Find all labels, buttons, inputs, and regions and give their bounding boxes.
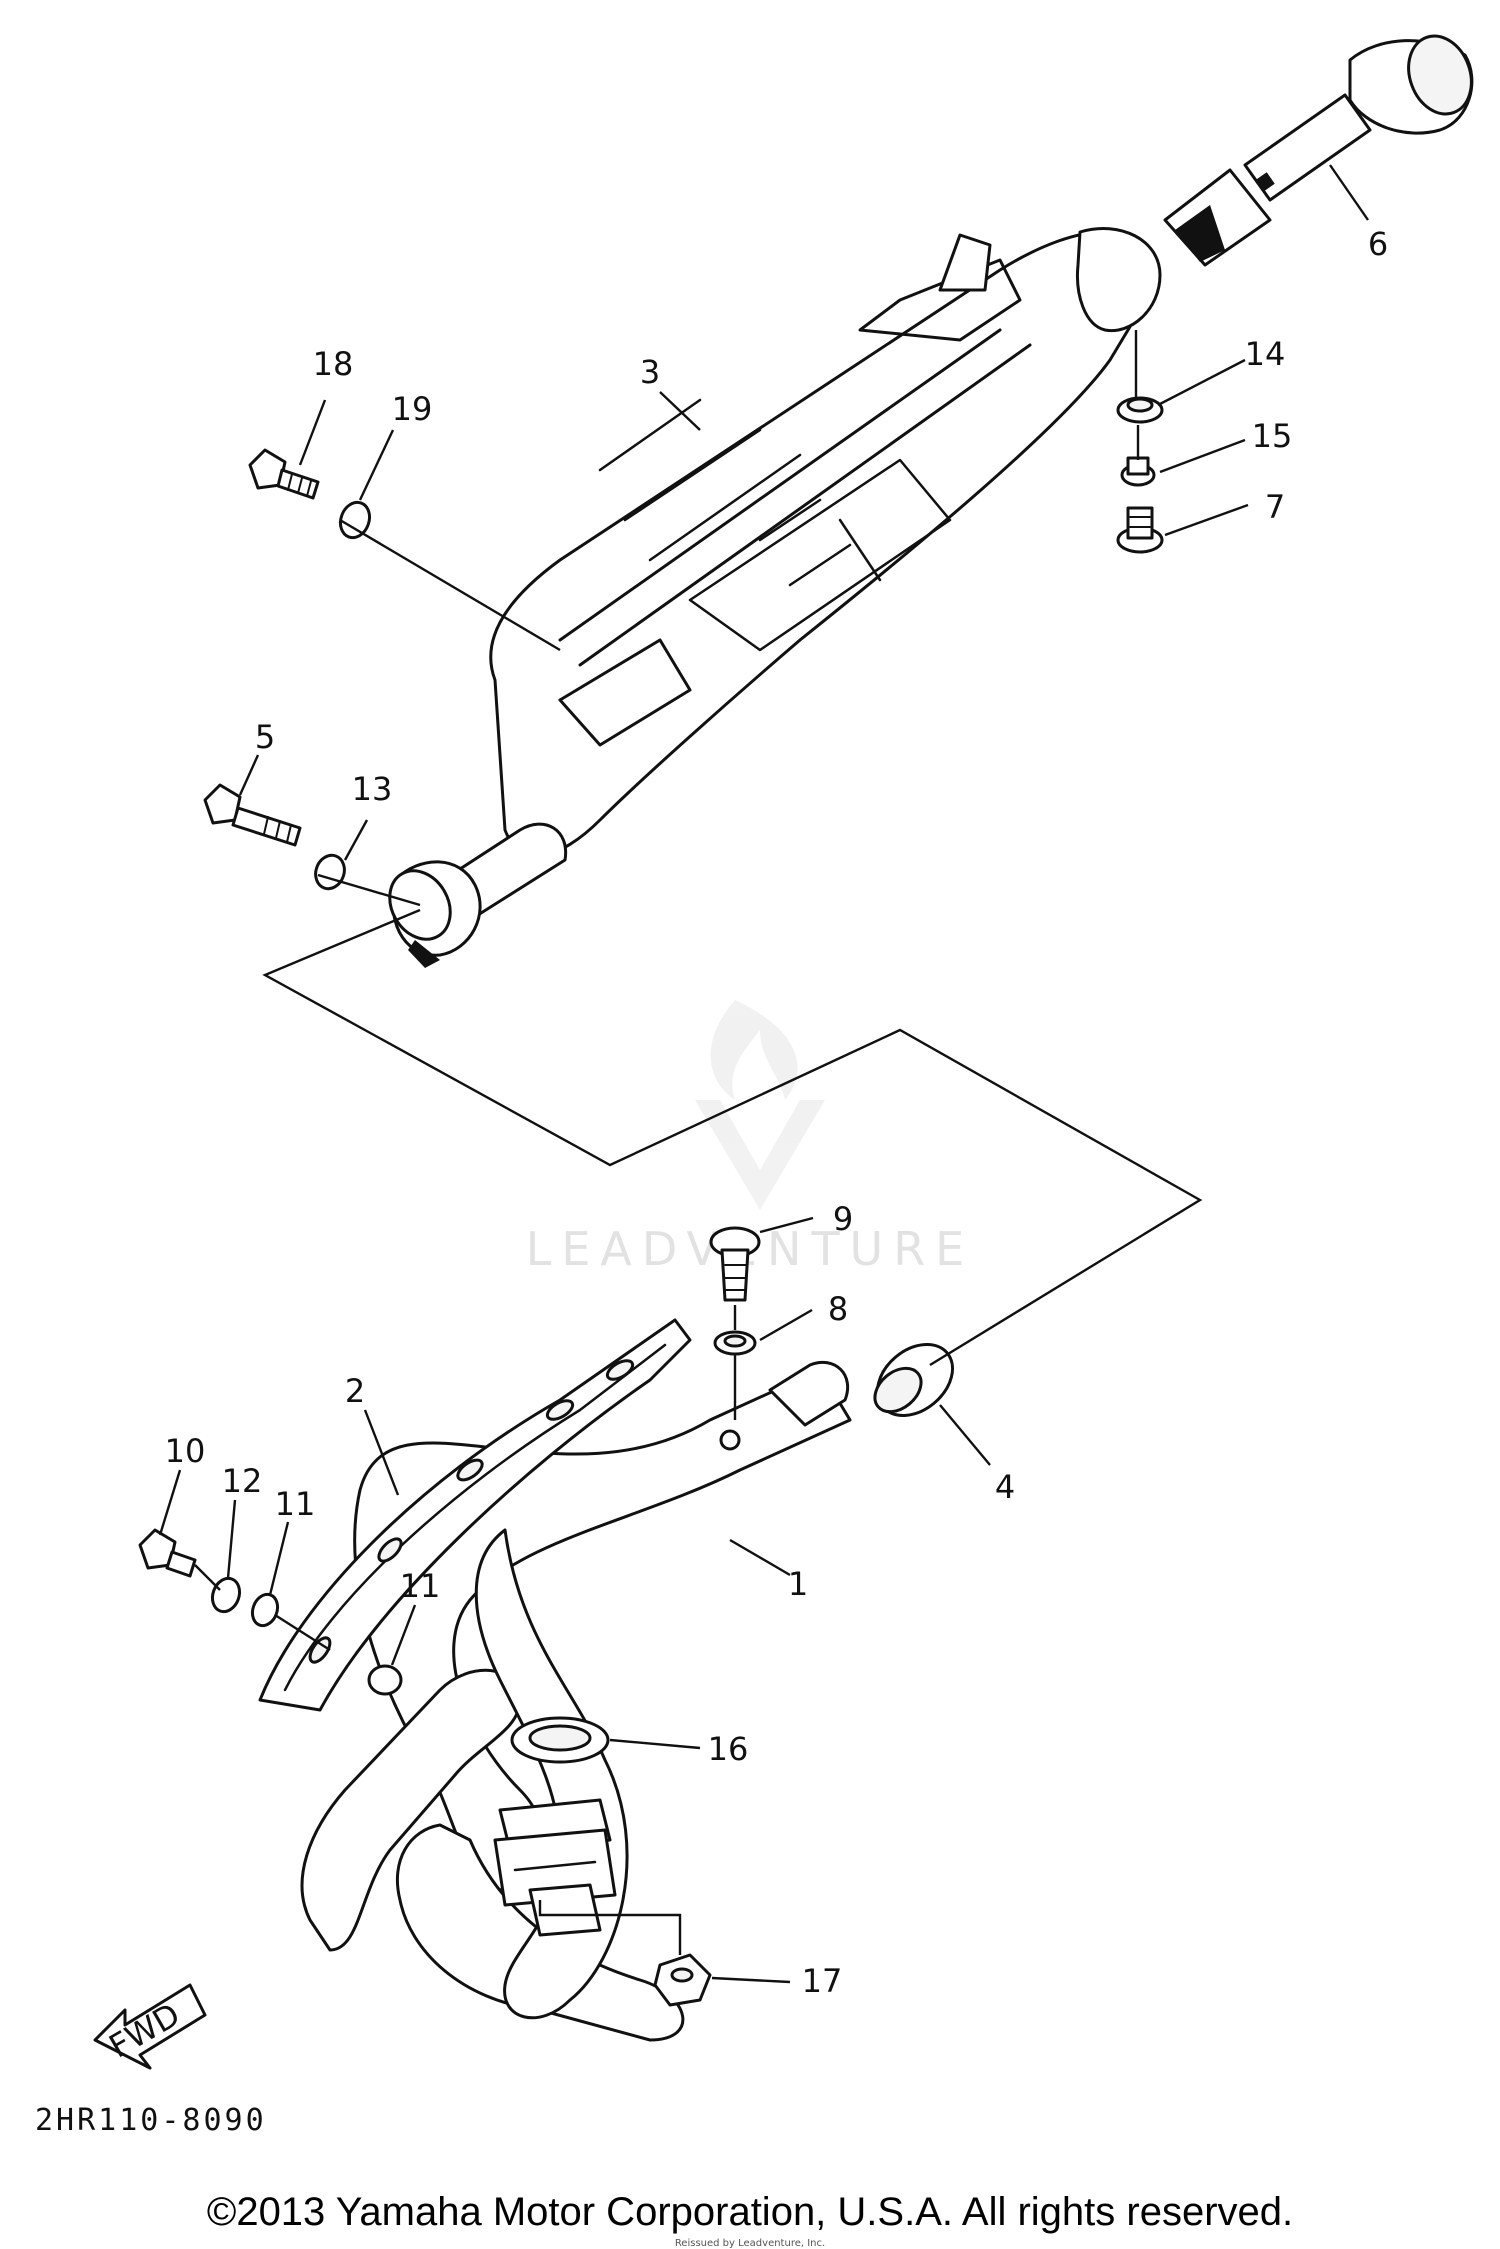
watermark-logo-icon: [695, 1000, 825, 1210]
callout-1: 1: [788, 1565, 808, 1603]
muffler: [388, 227, 1162, 968]
callout-labels: 1 2 3 4 5 6 7 8 9 10 11 11 12 13 14 15 1…: [165, 225, 1389, 2000]
reissue-notice: Reissued by Leadventure, Inc.: [674, 2238, 826, 2249]
callout-16: 16: [708, 1730, 749, 1768]
collar-15: [1120, 456, 1156, 487]
washer-11b: [367, 1664, 403, 1696]
callout-12: 12: [222, 1462, 263, 1500]
washer-11a: [250, 1592, 280, 1628]
callout-5: 5: [255, 718, 275, 756]
bolt-5: [203, 783, 302, 847]
callout-17: 17: [802, 1962, 843, 2000]
callout-11b: 11: [400, 1567, 441, 1605]
callout-14: 14: [1245, 335, 1286, 373]
washer-19: [338, 500, 372, 540]
callout-10: 10: [165, 1432, 206, 1470]
callout-7: 7: [1265, 488, 1285, 526]
washer-8: [713, 1330, 757, 1356]
bolt-9: [709, 1226, 761, 1302]
callout-18: 18: [313, 345, 354, 383]
callout-leaders: [158, 164, 1369, 1984]
callout-6: 6: [1368, 225, 1388, 263]
assembly-lines: [194, 330, 1203, 1955]
washer-13: [314, 853, 346, 891]
callout-8: 8: [828, 1290, 848, 1328]
exhaust-pipe: [300, 1360, 852, 2042]
bolt-18: [248, 448, 320, 500]
callout-13: 13: [352, 770, 393, 808]
copyright-notice: ©2013 Yamaha Motor Corporation, U.S.A. A…: [206, 2190, 1294, 2234]
heat-protector: [258, 1318, 692, 1712]
pipe-flange: [493, 1798, 617, 1937]
exhaust-joint: [873, 1343, 955, 1417]
callout-11a: 11: [275, 1485, 316, 1523]
gasket: [510, 1716, 610, 1764]
callout-3: 3: [640, 353, 660, 391]
callout-9: 9: [833, 1200, 853, 1238]
callout-19: 19: [392, 390, 433, 428]
drawing-code: 2HR110-8090: [35, 2103, 267, 2138]
callout-15: 15: [1252, 417, 1293, 455]
bolt-10: [138, 1528, 197, 1578]
washer-12: [210, 1576, 242, 1614]
grommet-14: [1116, 396, 1164, 424]
callout-4: 4: [995, 1468, 1015, 1506]
fwd-arrow-icon: FWD: [93, 1983, 207, 2070]
fasteners: [138, 396, 1164, 2007]
nut-17: [653, 1953, 712, 2007]
bolt-7: [1116, 506, 1164, 554]
tail-pipe: [1163, 34, 1474, 267]
callout-2: 2: [345, 1372, 365, 1410]
